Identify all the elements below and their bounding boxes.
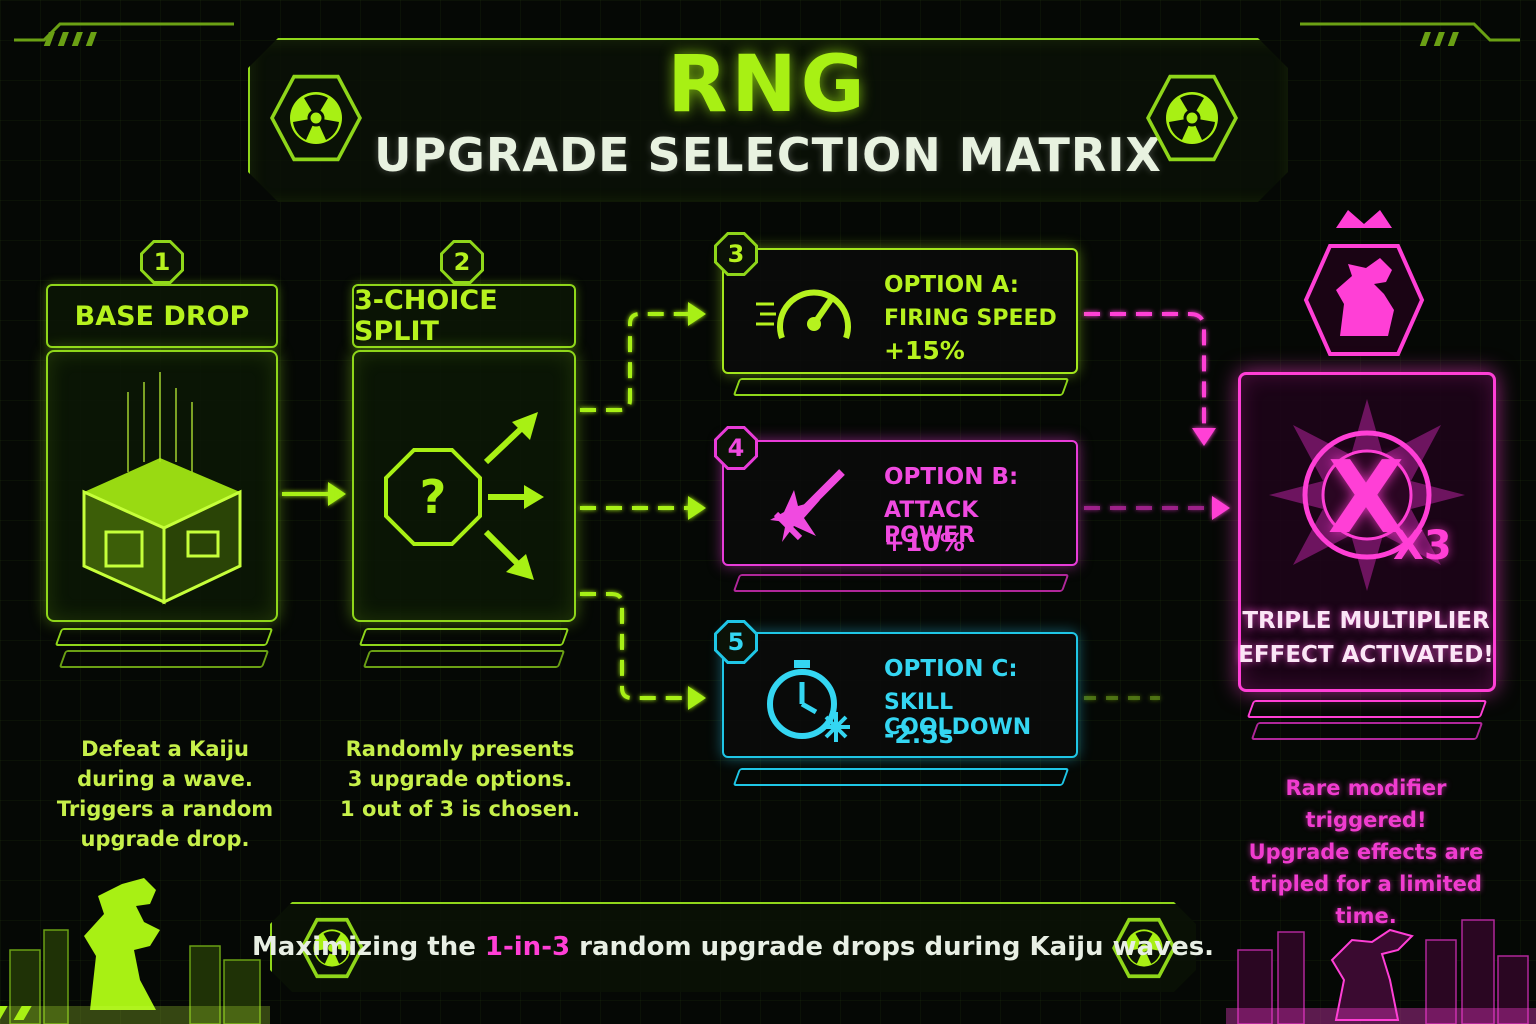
footer-text-prefix: Maximizing the: [251, 932, 485, 962]
step-badge-2: 2: [440, 240, 484, 284]
option-a-value: +15%: [884, 336, 965, 365]
note-line: tripled for a limited time.: [1250, 872, 1482, 928]
radiation-badge-right: [1146, 74, 1238, 162]
platform-plate: [362, 650, 566, 668]
result-caption-line: TRIPLE MULTIPLIER: [1242, 608, 1490, 634]
sword-icon: [770, 469, 845, 542]
option-a-title: OPTION A:: [884, 272, 1019, 298]
description-line: Randomly presents: [345, 737, 575, 761]
option-a-stat: FIRING SPEED: [884, 306, 1057, 331]
platform-plate: [54, 628, 274, 646]
step-number: 4: [717, 429, 755, 467]
corner-stripes-top-right: [1300, 22, 1520, 46]
split-arrows-icon: [384, 412, 544, 580]
option-b-stat: ATTACK POWER: [884, 498, 979, 548]
radiation-icon: [290, 92, 342, 144]
description-line: Defeat a Kaiju: [81, 737, 249, 761]
option-a-card[interactable]: OPTION A: FIRING SPEED +15%: [722, 248, 1078, 374]
description-line: upgrade drop.: [80, 827, 250, 851]
rare-modifier-note: Rare modifier triggered! Upgrade effects…: [1224, 772, 1508, 932]
option-b-title: OPTION B:: [884, 464, 1019, 490]
step-number: 3: [717, 235, 755, 273]
step-number: 2: [443, 243, 481, 281]
base-drop-panel: [46, 350, 278, 622]
page-title: RNG: [667, 40, 869, 130]
step-label-3-choice-split: 3-CHOICE SPLIT: [352, 284, 576, 348]
stopwatch-snowflake-icon: [767, 660, 850, 742]
step-badge-5: 5: [714, 620, 758, 664]
platform-plate: [58, 650, 270, 668]
footer-highlight: 1-in-3: [484, 932, 571, 962]
note-line: Upgrade effects are: [1248, 840, 1484, 864]
option-b-value: +10%: [884, 528, 965, 557]
choice-split-description: Randomly presents 3 upgrade options. 1 o…: [332, 734, 588, 824]
description-line: Triggers a random: [56, 797, 274, 821]
burst-icon: [1269, 399, 1465, 591]
option-b-card[interactable]: OPTION B: ATTACK POWER +10%: [722, 440, 1078, 566]
question-mark-icon: ?: [419, 470, 447, 524]
speedometer-icon: [756, 289, 851, 340]
multiplier-x-icon: X: [1327, 438, 1405, 556]
wire-option-a-to-result: [1084, 312, 1206, 430]
platform-plate: [732, 768, 1070, 786]
step-badge-3: 3: [714, 232, 758, 276]
wire-to-option-a: [580, 312, 690, 412]
step-badge-1: 1: [140, 240, 184, 284]
kaiju-crest-icon: [1303, 210, 1425, 356]
step-badge-4: 4: [714, 426, 758, 470]
option-c-stat: SKILL COOLDOWN: [884, 690, 1032, 740]
radiation-badge-left: [270, 74, 362, 162]
platform-plate: [358, 628, 570, 646]
triple-multiplier-card[interactable]: X X3: [1238, 372, 1496, 692]
base-drop-description: Defeat a Kaiju during a wave. Triggers a…: [40, 734, 290, 854]
footer-caption: Maximizing the 1-in-3 random upgrade dro…: [252, 902, 1214, 992]
footer-frame: [270, 902, 1196, 992]
choice-split-panel: ?: [352, 350, 576, 622]
option-c-title: OPTION C:: [884, 656, 1018, 682]
corner-stripes-top-left: [14, 22, 234, 46]
platform-plate: [732, 378, 1070, 396]
loot-crate-icon: [82, 372, 242, 605]
platform-plate: [732, 574, 1070, 592]
result-caption-line: EFFECT ACTIVATED!: [1238, 642, 1494, 668]
mech-city-silhouette-right: [1226, 919, 1536, 1024]
option-c-value: -2.5s: [884, 720, 954, 749]
description-line: 3 upgrade options.: [347, 767, 573, 791]
radiation-icon: [313, 929, 351, 967]
wire-to-option-c: [580, 592, 690, 700]
note-line: Rare modifier triggered!: [1285, 776, 1447, 832]
step-number: 5: [717, 623, 755, 661]
step-label-base-drop: BASE DROP: [46, 284, 278, 348]
platform-plate: [1246, 700, 1488, 718]
radiation-icon: [1166, 92, 1218, 144]
result-caption: TRIPLE MULTIPLIER EFFECT ACTIVATED!: [1238, 604, 1494, 672]
platform-plate: [1250, 722, 1484, 740]
arrow-head: [328, 482, 346, 506]
description-line: during a wave.: [77, 767, 253, 791]
title-frame: [248, 38, 1288, 202]
radiation-icon: [1125, 929, 1163, 967]
step-number: 1: [143, 243, 181, 281]
page-subtitle: UPGRADE SELECTION MATRIX: [374, 128, 1162, 182]
option-c-card[interactable]: OPTION C: SKILL COOLDOWN -2.5s: [722, 632, 1078, 758]
footer-text-suffix: random upgrade drops during Kaiju waves.: [570, 932, 1215, 962]
description-line: 1 out of 3 is chosen.: [340, 797, 580, 821]
kaiju-city-silhouette-left: [0, 878, 270, 1024]
multiplier-label: X3: [1393, 523, 1452, 569]
